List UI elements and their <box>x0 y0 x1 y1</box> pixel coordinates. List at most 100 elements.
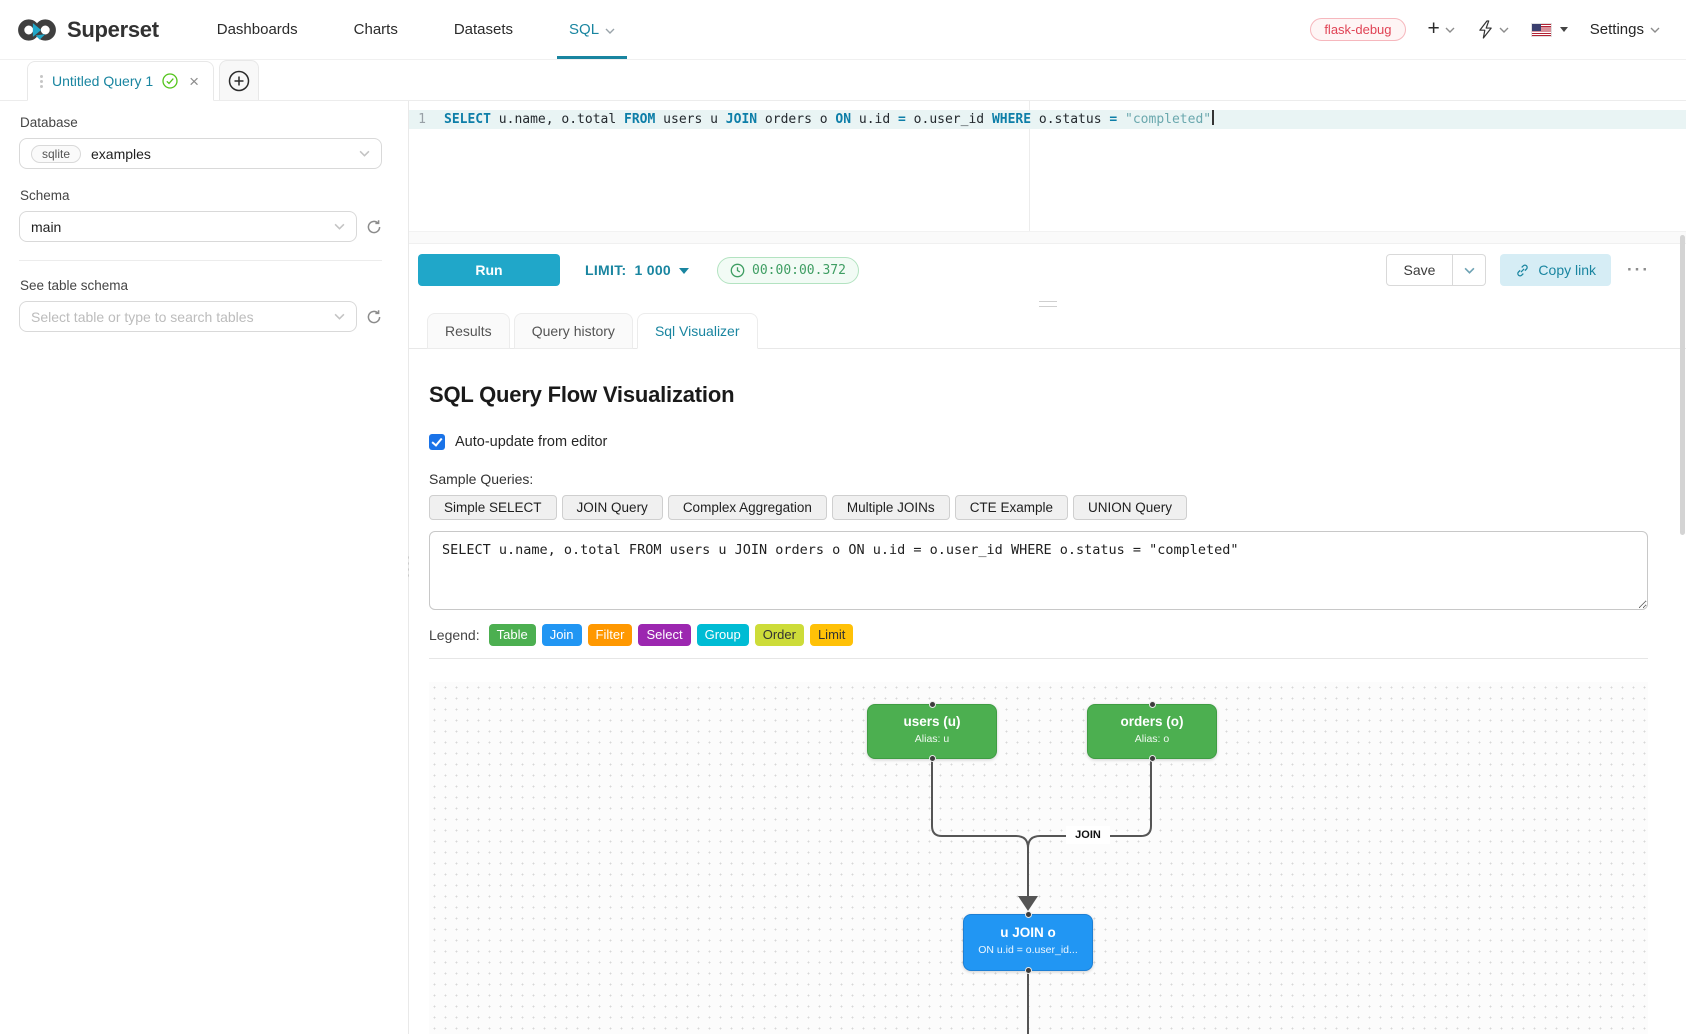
node-handle[interactable] <box>928 754 936 762</box>
sample-query-button-multiple-joins[interactable]: Multiple JOINs <box>831 495 950 520</box>
drag-handle-icon[interactable] <box>40 74 43 78</box>
node-subtitle: Alias: o <box>1134 732 1170 745</box>
save-button[interactable]: Save <box>1385 254 1454 286</box>
schema-select[interactable]: main <box>19 211 357 242</box>
chevron-down-icon <box>334 313 345 320</box>
database-engine-badge: sqlite <box>31 144 82 163</box>
pane-resize-handle[interactable] <box>409 296 1686 312</box>
query-tab-bar: Untitled Query 1 × <box>0 60 1686 101</box>
toolbar-right: Save Copy link ··· <box>1385 254 1651 286</box>
page-scrollbar-thumb[interactable] <box>1680 235 1685 535</box>
text-cursor <box>1212 110 1214 125</box>
chevron-down-icon <box>359 150 370 157</box>
plus-circle-icon <box>228 70 250 91</box>
tab-results[interactable]: Results <box>427 313 510 349</box>
clock-icon <box>730 263 745 277</box>
close-icon[interactable]: × <box>189 71 200 91</box>
elapsed-time: 00:00:00.372 <box>752 262 846 278</box>
limit-dropdown[interactable]: LIMIT: 1 000 <box>585 262 690 278</box>
copy-link-label: Copy link <box>1538 262 1597 278</box>
limit-label: LIMIT: <box>585 262 627 278</box>
nav-item-datasets[interactable]: Datasets <box>426 0 541 59</box>
arrowhead-icon <box>1018 895 1038 911</box>
database-select[interactable]: sqlite examples <box>19 138 382 169</box>
new-item-menu[interactable]: + <box>1427 17 1455 40</box>
query-search-menu[interactable] <box>1477 20 1509 39</box>
plus-icon: + <box>1427 17 1440 40</box>
sidebar-divider <box>19 260 382 261</box>
nav-item-label: Charts <box>353 21 398 38</box>
editor-scrollbar-area <box>409 231 1686 244</box>
sample-query-button-cte-example[interactable]: CTE Example <box>954 495 1068 520</box>
query-tab-active[interactable]: Untitled Query 1 × <box>27 61 215 101</box>
legend-badge-limit: Limit <box>809 624 854 646</box>
tab-sql-visualizer[interactable]: Sql Visualizer <box>636 313 758 349</box>
node-handle[interactable] <box>1024 910 1032 918</box>
visualizer-panel: SQL Query Flow Visualization Auto-update… <box>409 349 1686 1034</box>
sample-query-button-union-query[interactable]: UNION Query <box>1072 495 1187 520</box>
schema-select-value: main <box>31 218 62 235</box>
tab-query-history[interactable]: Query history <box>513 313 633 349</box>
new-query-tab-button[interactable] <box>219 60 260 100</box>
save-menu-caret[interactable] <box>1453 254 1487 286</box>
refresh-tables-icon[interactable] <box>366 309 382 325</box>
node-title: users (u) <box>903 713 961 729</box>
flow-node-users[interactable]: users (u) Alias: u <box>867 700 997 762</box>
link-icon <box>1517 264 1529 276</box>
table-schema-label: See table schema <box>20 278 129 293</box>
chevron-down-icon <box>1650 27 1660 33</box>
sql-lab-workspace: Database sqlite examples Schema main <box>0 101 1686 1034</box>
more-menu-icon[interactable]: ··· <box>1627 260 1650 279</box>
superset-infinity-icon <box>18 18 56 41</box>
print-margin-line <box>1029 101 1030 231</box>
sample-query-button-join-query[interactable]: JOIN Query <box>561 495 663 520</box>
chevron-down-icon <box>334 223 345 230</box>
settings-menu[interactable]: Settings <box>1590 21 1660 38</box>
legend-badge-filter: Filter <box>587 624 633 646</box>
flow-canvas[interactable]: users (u) Alias: u orders (o) Alias: o u… <box>429 681 1648 1034</box>
flow-edges <box>931 758 1152 1034</box>
editor-toolbar: Run LIMIT: 1 000 00:00:00.372 Save <box>409 244 1686 296</box>
flow-node-orders[interactable]: orders (o) Alias: o <box>1087 700 1217 762</box>
auto-update-checkbox[interactable] <box>429 434 445 450</box>
table-select-placeholder: Select table or type to search tables <box>31 308 254 325</box>
copy-link-button[interactable]: Copy link <box>1500 254 1612 286</box>
editor-active-line: 1 SELECT u.name, o.total FROM users u JO… <box>409 110 1686 129</box>
lightning-icon <box>1479 20 1492 39</box>
superset-logo[interactable]: Superset <box>15 15 159 45</box>
flow-node-join[interactable]: u JOIN o ON u.id = o.user_id... <box>963 910 1093 974</box>
legend-badge-table: Table <box>488 624 536 646</box>
sample-query-button-complex-aggregation[interactable]: Complex Aggregation <box>667 495 827 520</box>
language-picker[interactable] <box>1530 22 1568 37</box>
legend-badge-order: Order <box>754 624 804 646</box>
table-select[interactable]: Select table or type to search tables <box>19 301 357 332</box>
brand-name: Superset <box>67 16 159 42</box>
legend-badge-group: Group <box>696 624 749 646</box>
node-handle[interactable] <box>1024 966 1032 974</box>
node-handle[interactable] <box>928 700 936 708</box>
run-button[interactable]: Run <box>418 254 560 286</box>
auto-update-label: Auto-update from editor <box>455 434 608 450</box>
settings-label: Settings <box>1589 21 1644 38</box>
nav-item-sql[interactable]: SQL <box>541 0 643 59</box>
nav-item-charts[interactable]: Charts <box>326 0 426 59</box>
sample-query-button-simple-select[interactable]: Simple SELECT <box>429 495 557 520</box>
sql-input-textarea[interactable]: SELECT u.name, o.total FROM users u JOIN… <box>429 531 1648 610</box>
chevron-down-icon <box>1499 27 1509 33</box>
nav-item-label: Datasets <box>453 21 514 38</box>
result-tab-bar: Results Query history Sql Visualizer <box>409 312 1686 349</box>
legend-badge-select: Select <box>638 624 691 646</box>
check-circle-icon <box>162 73 178 89</box>
legend-label: Legend: <box>429 626 480 643</box>
node-subtitle: Alias: u <box>914 732 950 745</box>
sql-code-line[interactable]: SELECT u.name, o.total FROM users u JOIN… <box>435 110 1214 129</box>
query-tab-label: Untitled Query 1 <box>52 73 154 89</box>
sql-code-editor[interactable]: 1 SELECT u.name, o.total FROM users u JO… <box>409 101 1686 231</box>
nav-item-dashboards[interactable]: Dashboards <box>189 0 326 59</box>
refresh-schemas-icon[interactable] <box>366 219 382 235</box>
limit-value: 1 000 <box>634 262 672 278</box>
node-handle[interactable] <box>1148 754 1156 762</box>
node-handle[interactable] <box>1148 700 1156 708</box>
